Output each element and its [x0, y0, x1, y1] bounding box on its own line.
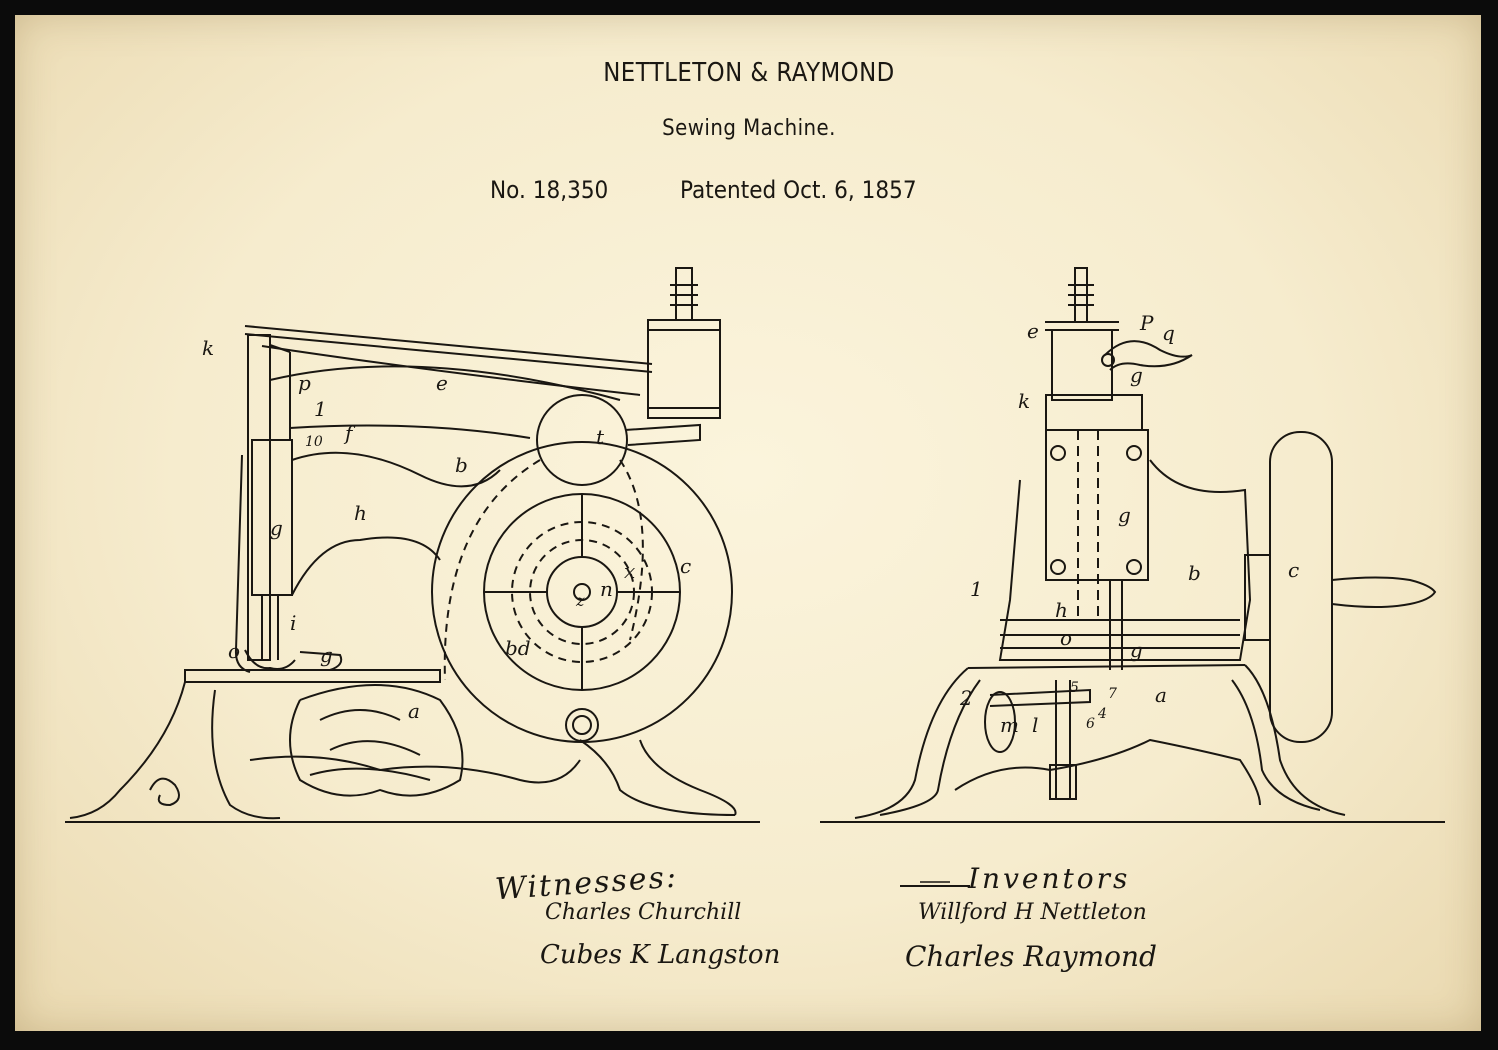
witness-signature-1: Charles Churchill — [545, 900, 742, 925]
svg-text:z: z — [575, 591, 585, 610]
svg-text:k: k — [202, 336, 214, 360]
svg-text:a: a — [1155, 683, 1167, 707]
svg-text:o: o — [228, 639, 240, 663]
svg-text:c: c — [1288, 558, 1299, 582]
sewing-machine-front-view — [854, 267, 1437, 819]
svg-text:1: 1 — [314, 397, 327, 421]
inventor-signature-2: Charles Raymond — [905, 940, 1157, 973]
inventors-heading: Inventors — [968, 862, 1131, 895]
svg-text:bd: bd — [505, 636, 531, 660]
svg-text:g: g — [320, 643, 333, 667]
svg-text:i: i — [290, 611, 296, 635]
patent-number: No. 18,350 — [490, 176, 609, 204]
svg-text:e: e — [1027, 319, 1039, 343]
inventors-title: NETTLETON & RAYMOND — [603, 58, 895, 88]
patent-sheet — [15, 15, 1481, 1031]
svg-text:a: a — [408, 699, 420, 723]
svg-text:7: 7 — [1108, 686, 1117, 702]
svg-text:m: m — [1000, 713, 1019, 737]
svg-text:n: n — [600, 577, 613, 601]
svg-text:5: 5 — [1070, 680, 1079, 696]
svg-text:o: o — [1060, 626, 1072, 650]
svg-text:t: t — [596, 425, 605, 449]
svg-text:x: x — [624, 559, 635, 583]
svg-text:l: l — [1032, 713, 1038, 737]
svg-text:6: 6 — [1086, 716, 1095, 732]
svg-text:q: q — [1162, 321, 1175, 345]
svg-text:h: h — [354, 501, 367, 525]
svg-text:k: k — [1018, 389, 1030, 413]
reference-labels: k p 1 10 f e t b h g c x n z bd i o g a … — [202, 311, 1299, 737]
svg-text:b: b — [1188, 561, 1201, 585]
witness-signature-2: Cubes K Langston — [540, 940, 781, 970]
svg-text:1: 1 — [970, 577, 983, 601]
svg-text:2: 2 — [959, 686, 973, 710]
svg-text:P: P — [1139, 311, 1154, 335]
svg-text:b: b — [455, 453, 468, 477]
svg-text:f: f — [343, 421, 356, 445]
svg-text:g: g — [1130, 638, 1143, 662]
inventors-dash — [900, 881, 970, 887]
sewing-machine-side-view — [69, 267, 737, 820]
inventor-signature-1: Willford H Nettleton — [918, 900, 1147, 925]
svg-text:g: g — [1118, 503, 1131, 527]
svg-text:10: 10 — [305, 434, 323, 450]
svg-text:h: h — [1055, 598, 1068, 622]
patent-date: Patented Oct. 6, 1857 — [680, 176, 917, 204]
svg-text:p: p — [298, 371, 311, 395]
svg-text:e: e — [436, 371, 448, 395]
svg-text:c: c — [680, 554, 691, 578]
invention-title: Sewing Machine. — [662, 116, 836, 141]
svg-text:g: g — [270, 516, 283, 540]
svg-text:g: g — [1130, 363, 1143, 387]
svg-text:4: 4 — [1097, 706, 1107, 722]
